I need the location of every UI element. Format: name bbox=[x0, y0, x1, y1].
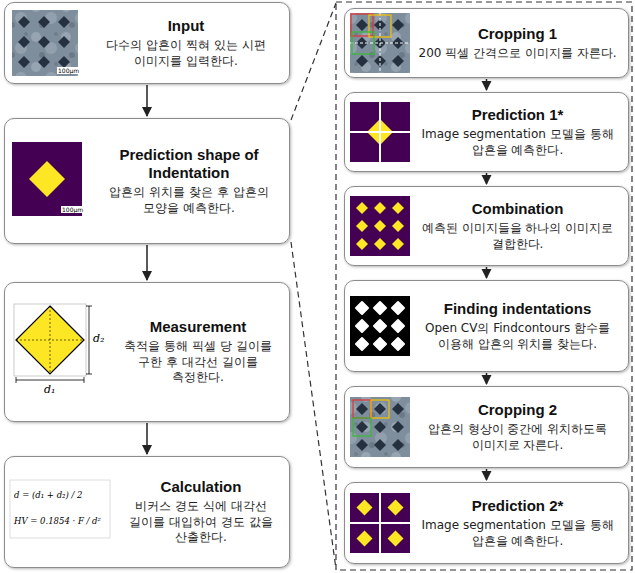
step-description: 압흔의 형상이 중간에 위치하도록 이미지로 자른다. bbox=[413, 422, 622, 453]
prediction-thumbnail bbox=[350, 102, 410, 162]
step-description: 축적을 통해 픽셀 당 길이를 구한 후 대각선 길이를 측정한다. bbox=[113, 339, 283, 386]
process-box: Measurement 축적을 통해 픽셀 당 길이를 구한 후 대각선 길이를 … bbox=[4, 282, 290, 422]
process-box: Cropping 2 압흔의 형상이 중간에 위치하도록 이미지로 자른다. bbox=[344, 386, 629, 468]
scale-bar-text: 100μm bbox=[61, 206, 84, 213]
process-box: Calculation 비커스 경도 식에 대각선 길이를 대입하여 경도 값을 … bbox=[4, 456, 290, 568]
process-box: Prediction shape of Indentation압흔의 위치를 찾… bbox=[4, 118, 290, 244]
process-box: Prediction 2* Image segmentation 모델을 통해 압… bbox=[344, 482, 629, 564]
step-title: Calculation bbox=[119, 478, 283, 496]
dimension-label: d₂ bbox=[93, 333, 104, 345]
measurement-thumbnail bbox=[14, 304, 92, 383]
flow-arrow bbox=[146, 85, 148, 116]
step-title: Combination bbox=[413, 200, 622, 218]
step-title: Finding indentations bbox=[413, 300, 622, 318]
combination-thumbnail bbox=[350, 196, 410, 256]
flow-arrow bbox=[486, 173, 488, 184]
process-box: Input 다수의 압흔이 찍혀 있는 시편 이미지를 입력한다. bbox=[4, 2, 290, 84]
flow-arrow bbox=[486, 267, 488, 278]
process-box: Finding indentationsOpen CV의 Findcontour… bbox=[344, 280, 629, 372]
step-description: 예측된 이미지들을 하나의 이미지로 결합한다. bbox=[413, 221, 622, 252]
zoom-line bbox=[291, 242, 336, 569]
scale-bar-text: 100μm bbox=[57, 67, 80, 74]
step-title: Cropping 1 bbox=[413, 25, 622, 43]
prediction-thumbnail bbox=[12, 142, 82, 216]
flow-arrow bbox=[486, 373, 488, 384]
contour-thumbnail bbox=[350, 296, 410, 356]
flow-arrow bbox=[146, 423, 148, 454]
step-description: Image segmentation 모델을 통해 압흔을 예측한다. bbox=[413, 518, 622, 549]
formula: HV = 0.1854 · F / d² bbox=[14, 516, 101, 526]
dimension-label: d₁ bbox=[44, 384, 55, 396]
cropping-thumbnail bbox=[350, 13, 410, 73]
step-title: Cropping 2 bbox=[413, 401, 622, 419]
step-title: Prediction 2* bbox=[413, 497, 622, 515]
prediction-thumbnail bbox=[350, 493, 410, 553]
step-description: 비커스 경도 식에 대각선 길이를 대입하여 경도 값을 산출한다. bbox=[119, 499, 283, 546]
step-title: Input bbox=[89, 17, 283, 35]
flow-arrow bbox=[486, 469, 488, 480]
step-description: 200 픽셀 간격으로 이미지를 자른다. bbox=[413, 46, 622, 62]
process-box: Prediction 1* Image segmentation 모델을 통해 압… bbox=[344, 92, 629, 172]
step-description: Image segmentation 모델을 통해 압흔을 예측한다. bbox=[413, 127, 622, 158]
step-title: Measurement bbox=[113, 318, 283, 336]
process-box: Cropping 1 200 픽셀 간격으로 이미지를 자른다. bbox=[344, 8, 629, 78]
step-title: Prediction 1* bbox=[413, 106, 622, 124]
step-description: Open CV의 Findcontours 함수를 이용해 압흔의 위치를 찾는… bbox=[413, 321, 622, 352]
process-box: Combination 예측된 이미지들을 하나의 이미지로 결합한다. bbox=[344, 186, 629, 266]
detail-panel bbox=[336, 2, 632, 570]
formula-frame bbox=[10, 480, 110, 538]
step-description: 압흔의 위치를 찾은 후 압흔의 모양을 예측한다. bbox=[95, 185, 283, 216]
flow-arrow bbox=[146, 245, 148, 280]
flow-arrow bbox=[486, 79, 488, 90]
step-title: Prediction shape of Indentation bbox=[95, 146, 283, 182]
step-description: 다수의 압흔이 찍혀 있는 시편 이미지를 입력한다. bbox=[89, 38, 283, 69]
zoom-line bbox=[291, 3, 336, 120]
cropping-thumbnail bbox=[350, 397, 410, 457]
formula: d = (d₁ + d₂) / 2 bbox=[14, 490, 83, 500]
